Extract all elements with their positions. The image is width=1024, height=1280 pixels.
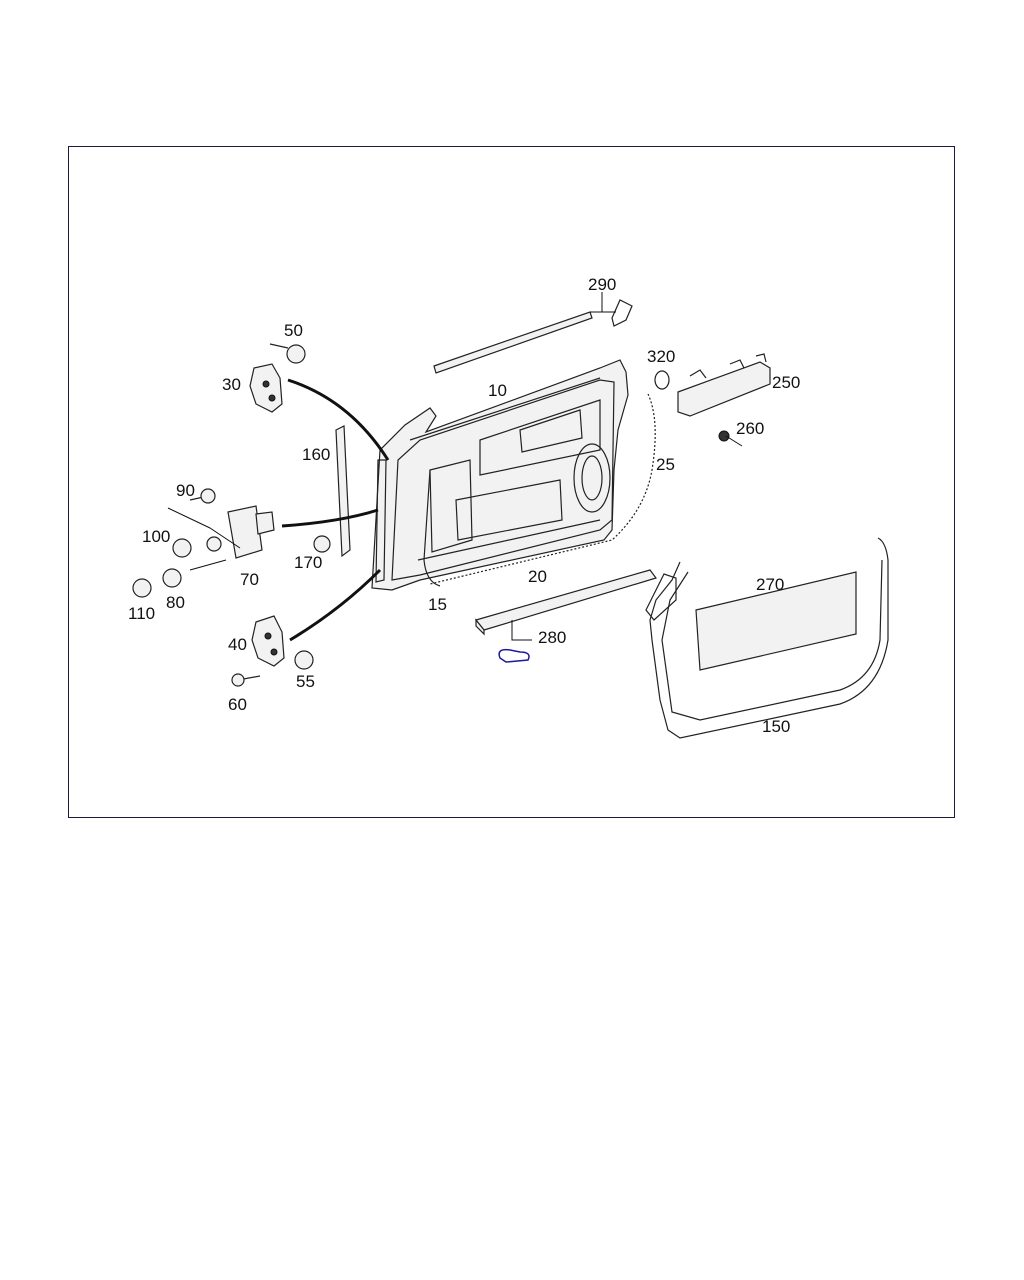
callout-170: 170 [294, 553, 322, 572]
callout-270: 270 [756, 575, 784, 594]
callout-250: 250 [772, 373, 800, 392]
callout-110: 110 [128, 604, 155, 623]
door-shell [371, 359, 629, 591]
callout-70: 70 [240, 570, 259, 589]
callout-55: 55 [296, 672, 315, 691]
callout-15: 15 [428, 595, 447, 614]
leader-lines [167, 292, 743, 641]
lower-hinge [231, 615, 314, 687]
door-handle [654, 353, 771, 442]
callout-100: 100 [142, 527, 170, 546]
upper-hinge [249, 343, 306, 413]
callout-90: 90 [176, 481, 195, 500]
callout-60: 60 [228, 695, 247, 714]
callout-20: 20 [528, 567, 547, 586]
callout-25: 25 [656, 455, 675, 474]
diagram-frame [68, 146, 955, 818]
callout-10: 10 [488, 381, 507, 400]
arrow-upper [287, 378, 390, 461]
callout-150: 150 [762, 717, 790, 736]
callout-280: 280 [538, 628, 566, 647]
callout-290: 290 [588, 275, 616, 294]
callout-160: 160 [302, 445, 330, 464]
sill-strip [474, 569, 657, 663]
callout-260: 260 [736, 419, 764, 438]
callout-30: 30 [222, 375, 241, 394]
callout-50: 50 [284, 321, 303, 340]
arrow-middle [281, 508, 379, 528]
callout-320: 320 [647, 347, 675, 366]
arrow-lower [289, 568, 382, 642]
door-seal-frame [645, 537, 889, 739]
callout-labels: 290 50 30 320 250 10 260 160 25 90 100 1… [128, 275, 800, 736]
door-check [132, 488, 331, 598]
lower-seal [423, 469, 441, 587]
side-strip [335, 425, 351, 558]
belt-moulding-strip [433, 299, 633, 374]
callout-80: 80 [166, 593, 185, 612]
callout-40: 40 [228, 635, 247, 654]
window-seal [429, 393, 656, 585]
